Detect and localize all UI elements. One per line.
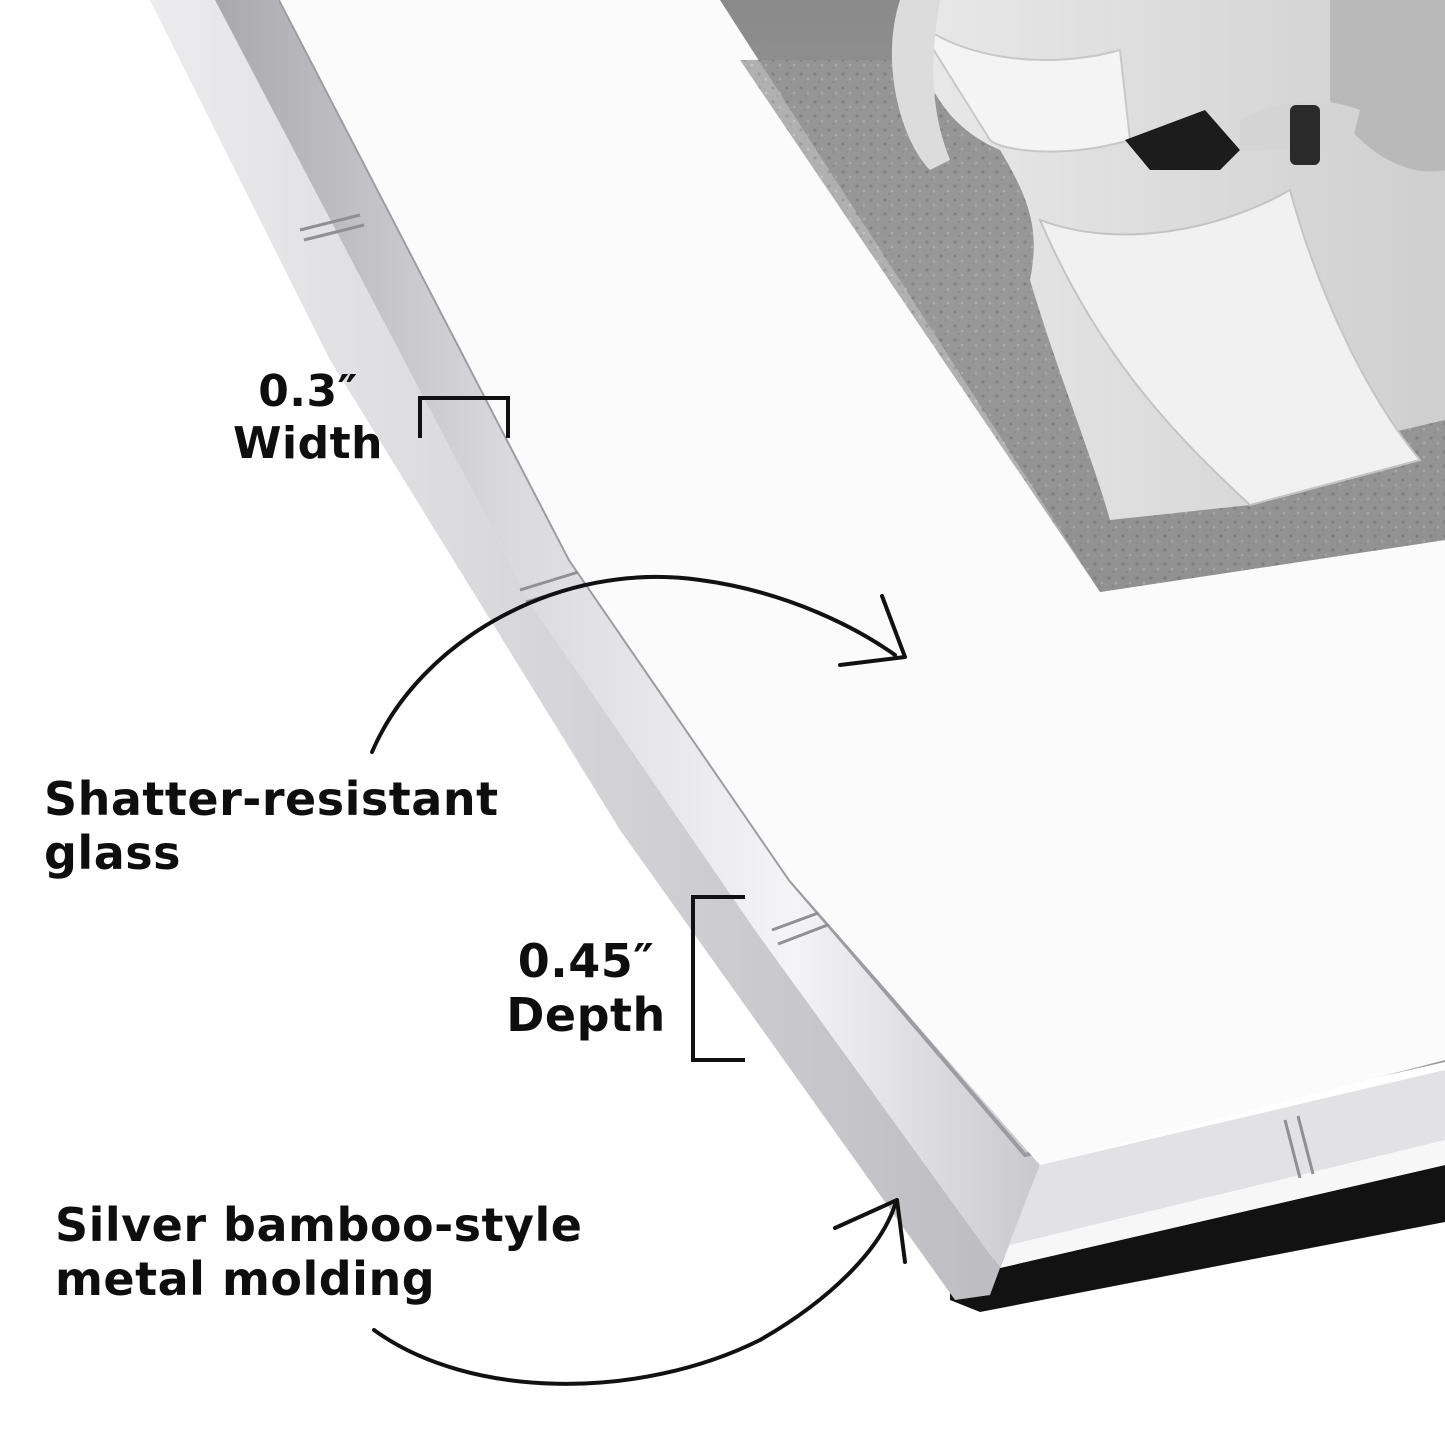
depth-callout: 0.45″ Depth	[500, 934, 672, 1042]
glass-arrow	[370, 574, 897, 754]
depth-label: Depth	[506, 988, 666, 1042]
glass-arrowhead	[838, 594, 907, 667]
molding-callout: Silver bamboo-style metal molding	[55, 1198, 583, 1306]
frame-molding-bottom	[1000, 1070, 1445, 1268]
width-label: Width	[233, 418, 383, 469]
frame-molding-left	[215, 0, 1040, 1268]
photo-print	[720, 0, 1445, 592]
frame-molding-highlight	[1000, 1140, 1445, 1268]
frame-backing	[950, 1165, 1445, 1312]
molding-label-line2: metal molding	[55, 1252, 436, 1306]
glass-callout: Shatter-resistant glass	[44, 772, 499, 880]
frame-outer-edge	[150, 0, 1000, 1300]
depth-value: 0.45″	[517, 934, 655, 988]
glass-label-line2: glass	[44, 826, 181, 880]
width-bracket	[418, 396, 510, 438]
depth-bracket	[691, 895, 745, 1062]
molding-arrow	[372, 1203, 897, 1386]
width-callout: 0.3″ Width	[218, 366, 398, 470]
molding-label-line1: Silver bamboo-style	[55, 1198, 583, 1252]
glass-label-line1: Shatter-resistant	[44, 772, 499, 826]
photo-ring-box	[1125, 110, 1240, 170]
molding-arrowhead	[833, 1198, 907, 1264]
width-value: 0.3″	[258, 366, 358, 417]
